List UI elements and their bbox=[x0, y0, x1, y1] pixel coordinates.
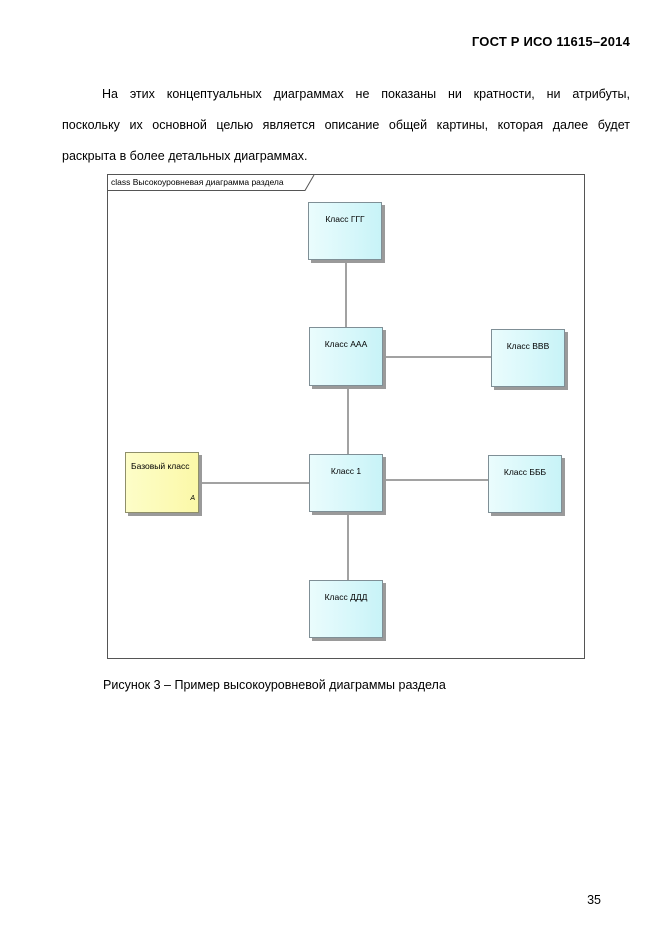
page-number: 35 bbox=[587, 893, 601, 907]
class-bbb: Класс БББ bbox=[488, 455, 562, 513]
class-1: Класс 1 bbox=[309, 454, 383, 512]
abstract-marker: A bbox=[190, 495, 195, 502]
class-ddd: Класс ДДД bbox=[309, 580, 383, 638]
class-base-name: Базовый класс bbox=[131, 461, 190, 471]
class-vvv: Класс ВВВ bbox=[491, 329, 565, 387]
document-code-header: ГОСТ Р ИСО 11615–2014 bbox=[471, 34, 630, 49]
frame-tab-outline bbox=[108, 175, 315, 191]
paragraph-line-2: поскольку их основной целью является опи… bbox=[62, 118, 630, 132]
class-aaa: Класс ААА bbox=[309, 327, 383, 386]
figure-caption: Рисунок 3 – Пример высокоуровневой диагр… bbox=[103, 678, 446, 692]
body-paragraph: На этих концептуальных диаграммах не пок… bbox=[62, 79, 630, 172]
class-ggg: Класс ГГГ bbox=[308, 202, 382, 260]
class-ddd-name: Класс ДДД bbox=[324, 592, 368, 602]
frame-label: class Высокоуровневая диаграмма раздела bbox=[111, 177, 284, 187]
class-vvv-name: Класс ВВВ bbox=[506, 341, 550, 351]
paragraph-line-3: раскрыта в более детальных диаграммах. bbox=[62, 149, 308, 163]
class-1-name: Класс 1 bbox=[330, 466, 362, 476]
class-aaa-name: Класс ААА bbox=[324, 339, 368, 349]
class-bbb-name: Класс БББ bbox=[503, 467, 547, 477]
class-ggg-name: Класс ГГГ bbox=[325, 214, 365, 224]
paragraph-line-1: На этих концептуальных диаграммах не пок… bbox=[102, 87, 630, 101]
class-base: Базовый класс A bbox=[125, 452, 199, 513]
diagram-frame: class Высокоуровневая диаграмма раздела bbox=[107, 174, 585, 659]
